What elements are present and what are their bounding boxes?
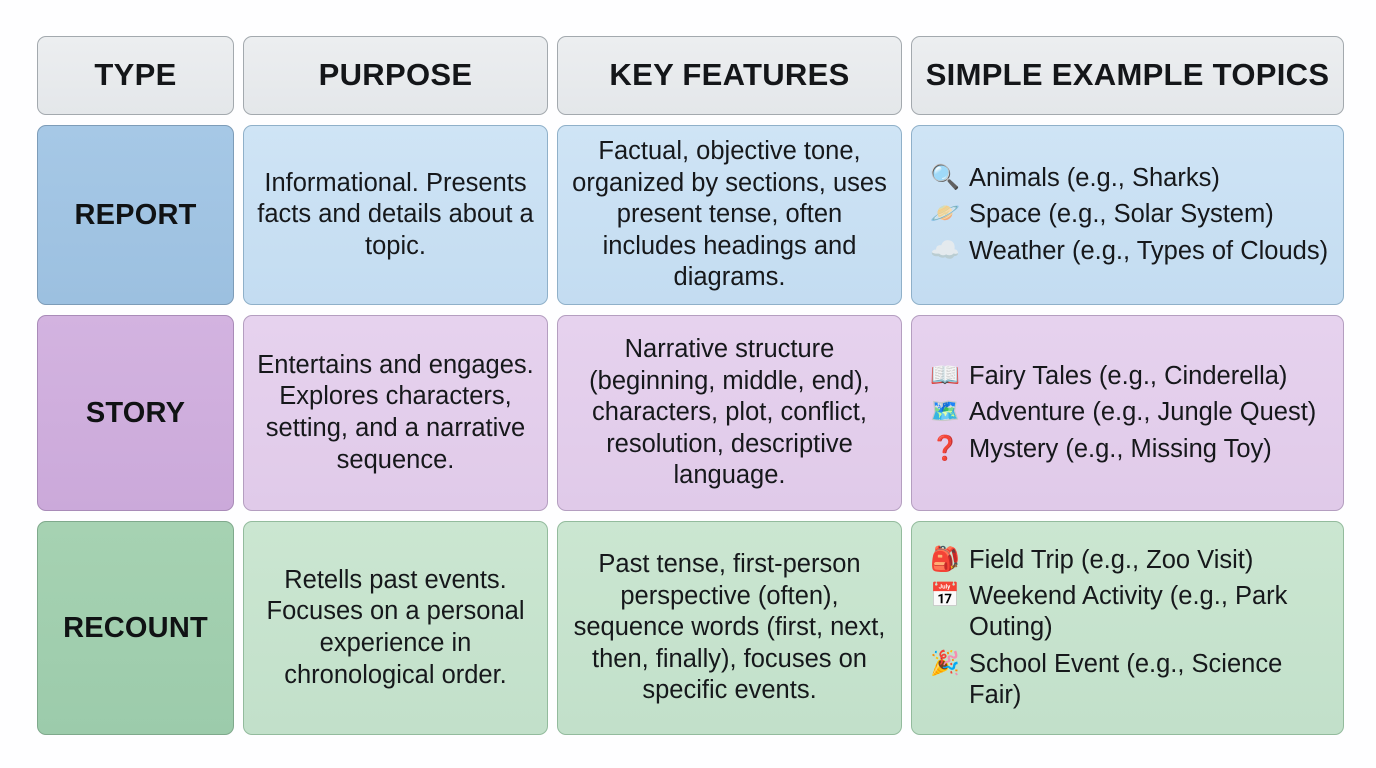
calendar-icon: 📅 — [930, 582, 960, 610]
table-row-recount-key-features-cell: Past tense, first-person perspective (of… — [557, 521, 902, 735]
table-row-story-purpose-cell: Entertains and engages. Explores charact… — [243, 315, 548, 511]
table-header-type: TYPE — [37, 36, 234, 115]
key-features-text-recount: Past tense, first-person perspective (of… — [573, 549, 886, 705]
ringed-planet-icon: 🪐 — [930, 200, 960, 228]
header-label-type: TYPE — [94, 57, 177, 93]
list-item: 🎉 School Event (e.g., Science Fair) — [930, 649, 1329, 711]
party-popper-icon: 🎉 — [930, 649, 960, 677]
table-row-report-examples-cell: 🔍 Animals (e.g., Sharks) 🪐 Space (e.g., … — [911, 125, 1344, 305]
key-features-text-story: Narrative structure (beginning, middle, … — [589, 334, 870, 490]
table-grid: TYPE PURPOSE KEY FEATURES SIMPLE EXAMPLE… — [37, 36, 1344, 735]
purpose-text-recount: Retells past events. Focuses on a person… — [266, 565, 525, 689]
table-row-story-type-cell: STORY — [37, 315, 234, 511]
table-row-report-purpose-cell: Informational. Presents facts and detail… — [243, 125, 548, 305]
table-header-simple-example-topics: SIMPLE EXAMPLE TOPICS — [911, 36, 1344, 115]
example-topic-label: Field Trip (e.g., Zoo Visit) — [969, 546, 1254, 575]
table-row-report-type-cell: REPORT — [37, 125, 234, 305]
cloud-icon: ☁️ — [930, 236, 960, 264]
backpack-icon: 🎒 — [930, 546, 960, 574]
open-book-icon: 📖 — [930, 362, 960, 390]
world-map-icon: 🗺️ — [930, 398, 960, 426]
example-topic-label: Weekend Activity (e.g., Park Outing) — [969, 582, 1288, 642]
example-topic-label: Animals (e.g., Sharks) — [969, 164, 1220, 193]
table-header-key-features: KEY FEATURES — [557, 36, 902, 115]
table-row-recount-purpose-cell: Retells past events. Focuses on a person… — [243, 521, 548, 735]
list-item: ☁️ Weather (e.g., Types of Clouds) — [930, 236, 1329, 267]
example-topic-label: Fairy Tales (e.g., Cinderella) — [969, 362, 1288, 391]
header-label-simple-example-topics: SIMPLE EXAMPLE TOPICS — [925, 57, 1330, 93]
example-topic-label: Adventure (e.g., Jungle Quest) — [969, 398, 1317, 427]
list-item: 🔍 Animals (e.g., Sharks) — [930, 163, 1329, 194]
example-topic-label: Mystery (e.g., Missing Toy) — [969, 434, 1272, 463]
example-topics-list-report: 🔍 Animals (e.g., Sharks) 🪐 Space (e.g., … — [930, 163, 1329, 266]
example-topic-label: Space (e.g., Solar System) — [969, 200, 1274, 229]
header-label-key-features: KEY FEATURES — [609, 57, 850, 93]
list-item: 🪐 Space (e.g., Solar System) — [930, 199, 1329, 230]
example-topics-list-recount: 🎒 Field Trip (e.g., Zoo Visit) 📅 Weekend… — [930, 545, 1329, 711]
type-label-recount: RECOUNT — [63, 611, 208, 644]
example-topic-label: Weather (e.g., Types of Clouds) — [969, 236, 1329, 265]
key-features-text-report: Factual, objective tone, organized by se… — [572, 136, 887, 292]
list-item: 🗺️ Adventure (e.g., Jungle Quest) — [930, 397, 1329, 428]
table-row-report-key-features-cell: Factual, objective tone, organized by se… — [557, 125, 902, 305]
table-row-recount-type-cell: RECOUNT — [37, 521, 234, 735]
list-item: 📖 Fairy Tales (e.g., Cinderella) — [930, 361, 1329, 392]
question-mark-icon: ❓ — [930, 434, 960, 462]
type-label-story: STORY — [85, 396, 186, 429]
example-topics-list-story: 📖 Fairy Tales (e.g., Cinderella) 🗺️ Adve… — [930, 361, 1329, 464]
header-label-purpose: PURPOSE — [318, 57, 473, 93]
table-row-story-examples-cell: 📖 Fairy Tales (e.g., Cinderella) 🗺️ Adve… — [911, 315, 1344, 511]
table-row-story-key-features-cell: Narrative structure (beginning, middle, … — [557, 315, 902, 511]
magnifying-glass-icon: 🔍 — [930, 164, 960, 192]
purpose-text-report: Informational. Presents facts and detail… — [257, 168, 534, 260]
list-item: ❓ Mystery (e.g., Missing Toy) — [930, 434, 1329, 465]
list-item: 🎒 Field Trip (e.g., Zoo Visit) — [930, 545, 1329, 576]
table-row-recount-examples-cell: 🎒 Field Trip (e.g., Zoo Visit) 📅 Weekend… — [911, 521, 1344, 735]
list-item: 📅 Weekend Activity (e.g., Park Outing) — [930, 581, 1329, 643]
table-header-purpose: PURPOSE — [243, 36, 548, 115]
example-topic-label: School Event (e.g., Science Fair) — [969, 649, 1283, 709]
type-label-report: REPORT — [74, 198, 197, 231]
purpose-text-story: Entertains and engages. Explores charact… — [257, 350, 534, 474]
